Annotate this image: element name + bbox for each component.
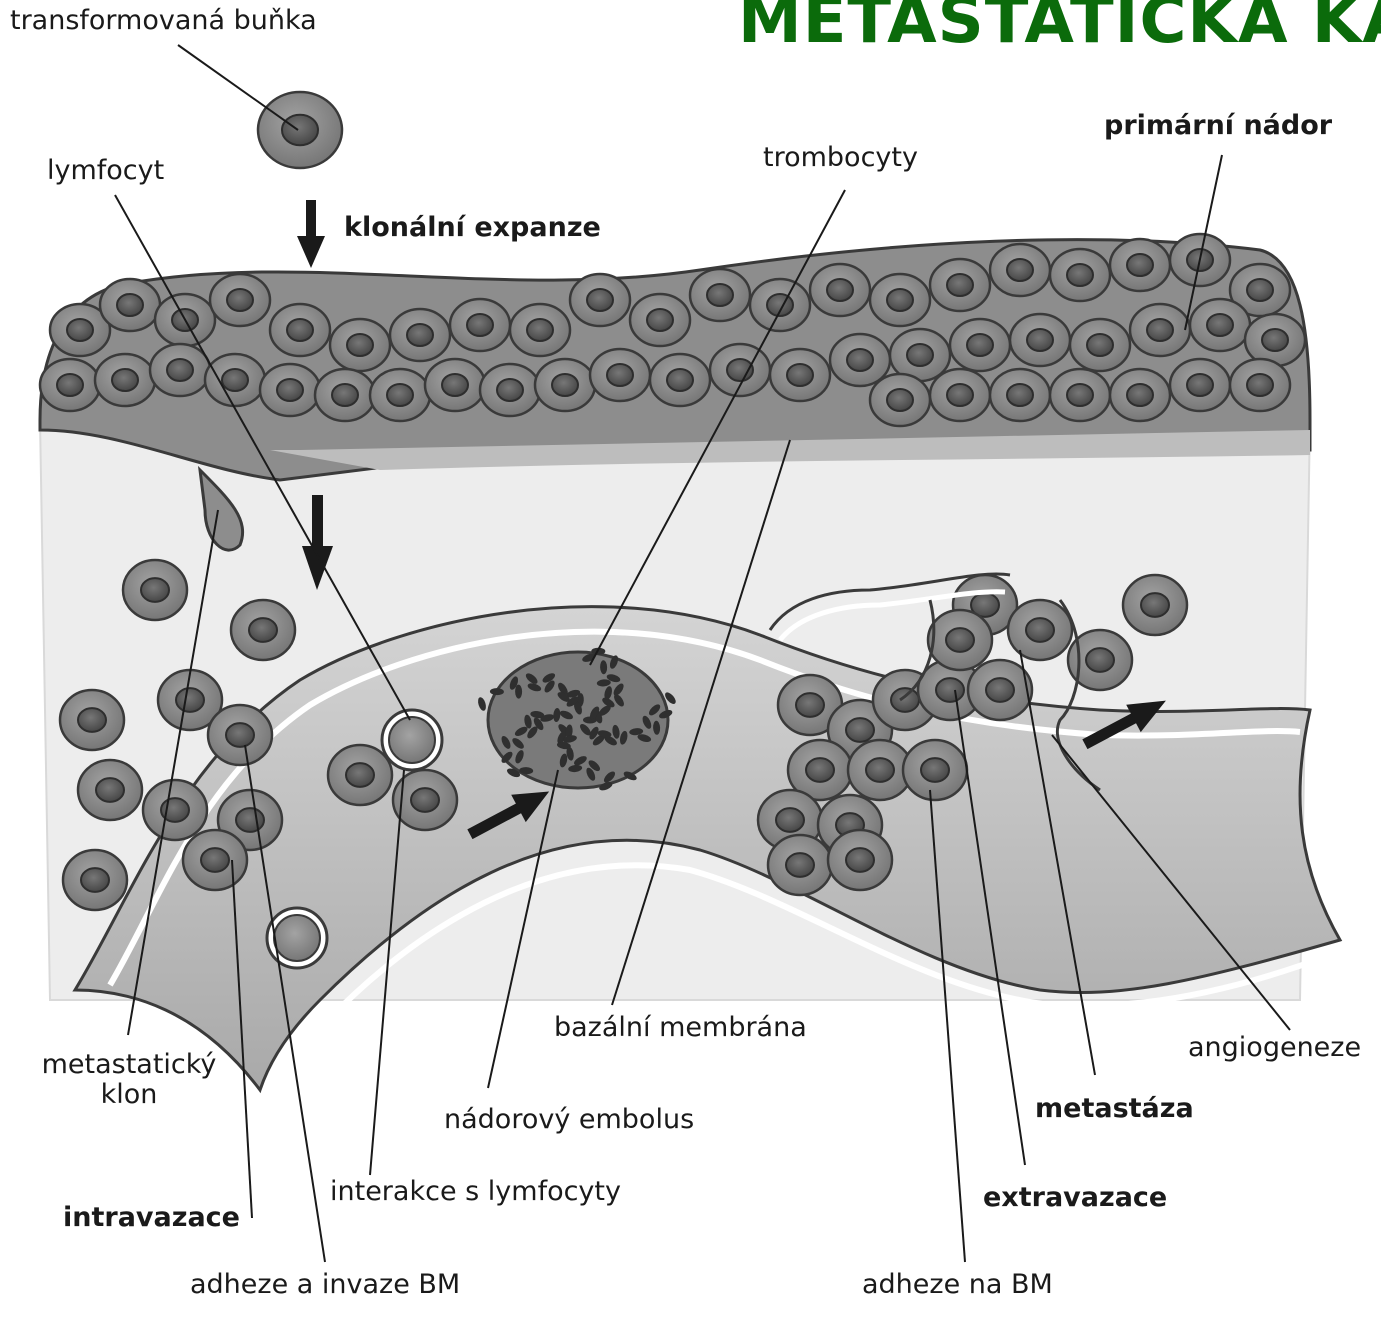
tumor-cell — [570, 274, 630, 326]
tumor-cell — [1123, 575, 1187, 635]
tumor-cell — [328, 745, 392, 805]
page-title: METASTATICKÁ KA — [738, 0, 1381, 58]
label-extravasation: extravazace — [983, 1183, 1167, 1213]
tumor-cell — [260, 364, 320, 416]
label-lymphocyte-interaction: interakce s lymfocyty — [330, 1177, 621, 1207]
tumor-cell — [370, 369, 430, 421]
label-adhesion-bm: adheze na BM — [862, 1270, 1053, 1300]
tumor-cell — [870, 274, 930, 326]
label-intravasation: intravazace — [63, 1203, 240, 1233]
tumor-cell — [930, 369, 990, 421]
label-metastasis: metastáza — [1035, 1094, 1194, 1124]
tumor-cell — [810, 264, 870, 316]
tumor-cell — [950, 319, 1010, 371]
label-metastatic-clone-line2: klon — [36, 1080, 222, 1110]
tumor-cell — [1245, 314, 1305, 366]
arrow-clonal-expansion — [297, 200, 325, 268]
tumor-cell — [143, 780, 207, 840]
tumor-cell — [768, 835, 832, 895]
tumor-cell — [1230, 359, 1290, 411]
tumor-cell — [690, 269, 750, 321]
label-basement-membrane: bazální membrána — [554, 1013, 807, 1043]
tumor-cell — [210, 274, 270, 326]
tumor-cell — [990, 244, 1050, 296]
tumor-cell — [150, 344, 210, 396]
tumor-cell — [1010, 314, 1070, 366]
tumor-cell — [78, 760, 142, 820]
tumor-cell — [450, 299, 510, 351]
tumor-cell — [930, 259, 990, 311]
tumor-cell — [40, 359, 100, 411]
tumor-cell — [330, 319, 390, 371]
tumor-cell — [95, 354, 155, 406]
tumor-cell — [828, 830, 892, 890]
tumor-cell — [1110, 369, 1170, 421]
tumor-cell — [480, 364, 540, 416]
tumor-cell — [270, 304, 330, 356]
label-adhesion-invasion-bm: adheze a invaze BM — [190, 1270, 460, 1300]
transformed-cell — [258, 92, 342, 168]
tumor-cell — [63, 850, 127, 910]
tumor-cell — [205, 354, 265, 406]
label-metastatic-clone-line1: metastatický — [36, 1050, 222, 1080]
label-tumor-embolus: nádorový embolus — [444, 1105, 694, 1135]
label-lymphocyte: lymfocyt — [47, 156, 164, 186]
tumor-cell — [830, 334, 890, 386]
tumor-cell — [1170, 359, 1230, 411]
label-metastatic-clone: metastatický klon — [36, 1050, 222, 1110]
tumor-cell — [60, 690, 124, 750]
label-angiogenesis: angiogeneze — [1188, 1033, 1361, 1063]
tumor-cell — [231, 600, 295, 660]
tumor-cell — [990, 369, 1050, 421]
tumor-cell — [1130, 304, 1190, 356]
tumor-cell — [903, 740, 967, 800]
tumor-cell — [1190, 299, 1250, 351]
tumor-cell — [650, 354, 710, 406]
label-clonal-expansion: klonální expanze — [344, 213, 601, 243]
tumor-cell — [590, 349, 650, 401]
label-transformed-cell: transformovaná buňka — [10, 6, 317, 36]
tumor-cell — [750, 279, 810, 331]
tumor-cell — [1050, 369, 1110, 421]
tumor-cell — [100, 279, 160, 331]
tumor-cell — [425, 359, 485, 411]
label-primary-tumor: primární nádor — [1104, 111, 1332, 141]
tumor-cell — [870, 374, 930, 426]
tumor-cell — [1110, 239, 1170, 291]
tumor-cell — [630, 294, 690, 346]
tumor-cell — [183, 830, 247, 890]
tumor-cell — [770, 349, 830, 401]
tumor-cell — [390, 309, 450, 361]
label-platelets: trombocyty — [763, 143, 918, 173]
tumor-cell — [315, 369, 375, 421]
tumor-cell — [1050, 249, 1110, 301]
tumor-cell — [510, 304, 570, 356]
tumor-cell — [123, 560, 187, 620]
tumor-cell — [928, 610, 992, 670]
tumor-cell — [1070, 319, 1130, 371]
tumor-cell — [710, 344, 770, 396]
tumor-cell — [1008, 600, 1072, 660]
tumor-cell — [535, 359, 595, 411]
tumor-cell — [208, 705, 272, 765]
